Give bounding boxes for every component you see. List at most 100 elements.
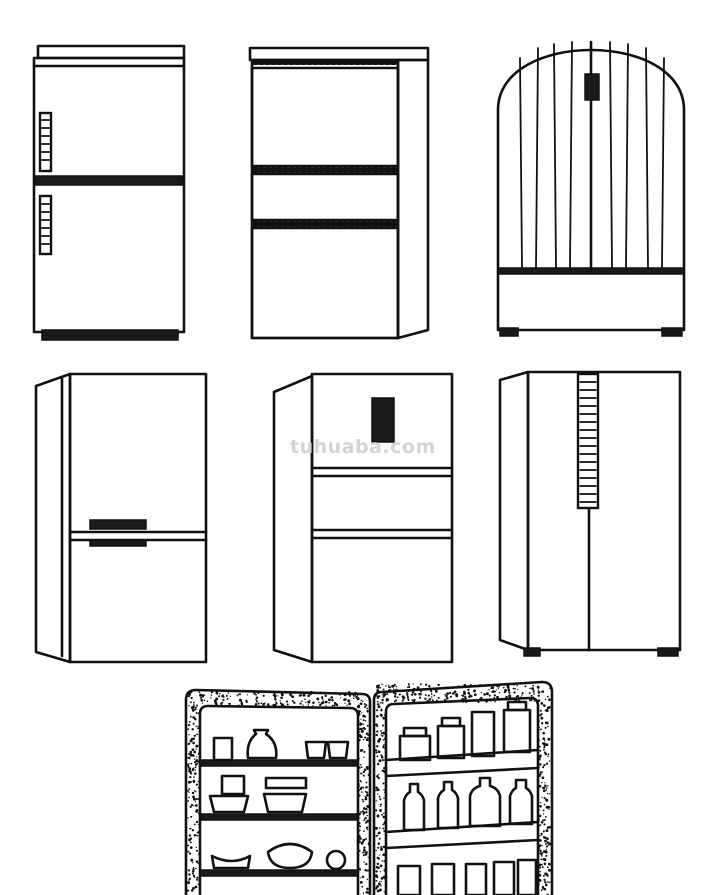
stipple-dot [532, 696, 535, 699]
stipple-dot [384, 737, 387, 741]
stipple-dot [358, 757, 360, 760]
stipple-dot [193, 750, 197, 754]
stipple-dot [196, 878, 198, 881]
stipple-dot [240, 703, 244, 706]
stipple-dot [360, 791, 363, 793]
stipple-dot [544, 798, 548, 801]
stipple-dot [221, 694, 224, 697]
stipple-dot [541, 722, 544, 725]
stipple-dot [547, 755, 549, 757]
stipple-dot [538, 726, 540, 728]
stipple-dot [427, 694, 430, 697]
stipple-dot [190, 762, 193, 765]
stipple-dot [366, 707, 369, 710]
stipple-dot [189, 841, 192, 844]
stipple-dot [194, 708, 197, 711]
stipple-dot [545, 743, 549, 747]
stipple-dot [364, 720, 367, 722]
stipple-dot [381, 698, 384, 702]
stipple-dot [541, 855, 543, 857]
stipple-dot [418, 692, 422, 696]
stipple-dot [187, 881, 191, 885]
stipple-dot [196, 834, 199, 837]
stipple-dot [539, 871, 541, 873]
stipple-dot [539, 745, 541, 748]
stipple-dot [305, 701, 307, 703]
stipple-dot [378, 795, 381, 798]
side-by-side-fridge-icon [498, 370, 682, 657]
stipple-dot [365, 781, 368, 784]
stipple-dot [403, 696, 406, 699]
stipple-dot [280, 691, 283, 694]
stipple-dot [444, 693, 446, 696]
stipple-dot [367, 805, 370, 809]
stipple-dot [549, 687, 551, 689]
stipple-dot [362, 774, 365, 777]
stipple-dot [495, 689, 497, 691]
stipple-dot [363, 756, 365, 758]
stipple-dot [478, 698, 482, 701]
stipple-dot [193, 790, 196, 792]
stipple-dot [537, 694, 540, 697]
stipple-dot [191, 705, 195, 709]
stipple-dot [383, 891, 385, 893]
stipple-dot [220, 703, 223, 706]
stipple-dot [358, 785, 361, 787]
stipple-dot [464, 697, 467, 700]
stipple-dot [490, 686, 493, 689]
stipple-dot [358, 794, 361, 797]
stipple-dot [542, 813, 545, 815]
stipple-dot [544, 850, 548, 854]
stipple-dot [188, 693, 191, 696]
stipple-dot [541, 690, 543, 693]
stipple-dot [362, 786, 365, 789]
stipple-dot [445, 696, 449, 700]
stipple-dot [548, 825, 551, 829]
stipple-dot [362, 723, 364, 725]
stipple-dot [477, 699, 479, 701]
stipple-dot [367, 856, 369, 858]
stipple-dot [361, 875, 365, 879]
stipple-dot [463, 692, 466, 695]
stipple-dot [539, 763, 542, 766]
stipple-dot [189, 846, 193, 849]
stipple-dot [382, 823, 384, 826]
stipple-dot [538, 839, 542, 842]
stipple-dot [469, 694, 471, 696]
stipple-dot [493, 696, 496, 699]
stipple-dot [544, 839, 547, 843]
stipple-dot [358, 837, 362, 840]
stipple-dot [192, 869, 195, 873]
stipple-dot [357, 782, 360, 786]
stipple-dot [540, 889, 543, 892]
stipple-dot [424, 683, 428, 686]
stipple-dot [359, 763, 362, 766]
stipple-dot [219, 692, 221, 695]
stipple-dot [357, 788, 360, 792]
stipple-dot [463, 683, 467, 687]
stipple-dot [245, 699, 248, 702]
stipple-dot [188, 796, 190, 799]
stipple-dot [193, 834, 197, 837]
stipple-dot [545, 789, 548, 791]
stipple-dot [537, 691, 541, 694]
stipple-dot [291, 700, 294, 702]
stipple-dot [203, 699, 206, 702]
stipple-dot [193, 734, 196, 737]
stipple-dot [538, 757, 541, 761]
stipple-dot [360, 718, 362, 720]
stipple-dot [260, 702, 263, 704]
stipple-dot [361, 798, 364, 801]
stipple-dot [366, 878, 368, 880]
stipple-dot [543, 797, 546, 800]
stipple-dot [377, 776, 380, 780]
stipple-dot [359, 710, 361, 712]
stipple-dot [324, 700, 328, 704]
stipple-dot [369, 741, 371, 744]
stipple-dot [368, 829, 370, 831]
stipple-dot [360, 786, 363, 789]
stipple-dot [263, 702, 266, 705]
stipple-dot [362, 838, 366, 842]
stipple-dot [221, 701, 224, 704]
stipple-dot [362, 851, 365, 854]
